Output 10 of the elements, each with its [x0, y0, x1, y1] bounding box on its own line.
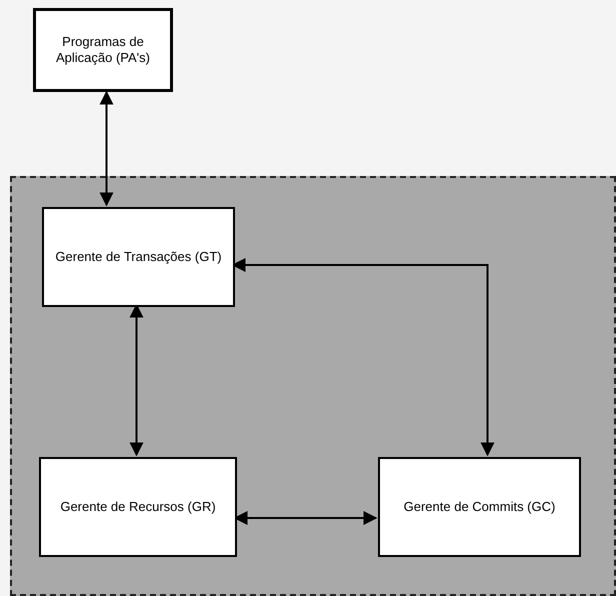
- double-arrow: [100, 90, 114, 206]
- process-box: [378, 457, 581, 557]
- box-label: Gerente de Commits (GC): [402, 499, 556, 515]
- box-label: Gerente de Transações (GT): [54, 249, 223, 265]
- process-box: [33, 8, 173, 92]
- box-label: Gerente de Recursos (GR): [59, 499, 217, 515]
- box-label: Programas de Aplicação (PA's): [55, 34, 151, 66]
- process-box: [42, 207, 235, 307]
- dashed-region: [10, 176, 616, 596]
- process-box: [39, 457, 237, 557]
